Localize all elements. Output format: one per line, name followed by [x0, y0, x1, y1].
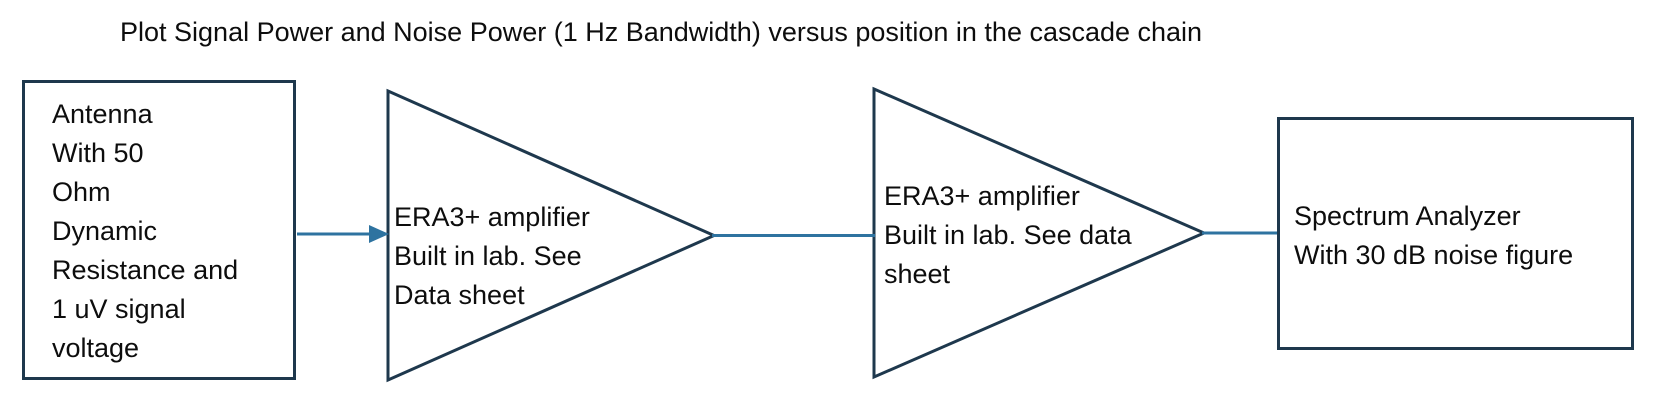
spectrum-analyzer-box [1277, 117, 1634, 350]
amplifier-2-triangle [872, 86, 1208, 380]
amplifier-2-label: ERA3+ amplifier Built in lab. See data s… [884, 181, 1132, 289]
amplifier-1-triangle [386, 88, 718, 383]
antenna-label: Antenna With 50 Ohm Dynamic Resistance a… [52, 99, 239, 363]
spectrum-analyzer-label: Spectrum Analyzer With 30 dB noise figur… [1294, 201, 1574, 270]
amplifier-1-label: ERA3+ amplifier Built in lab. See Data s… [394, 202, 590, 310]
diagram-title: Plot Signal Power and Noise Power (1 Hz … [120, 17, 1203, 47]
antenna-box [22, 80, 296, 380]
arrowhead-icon [369, 225, 389, 243]
